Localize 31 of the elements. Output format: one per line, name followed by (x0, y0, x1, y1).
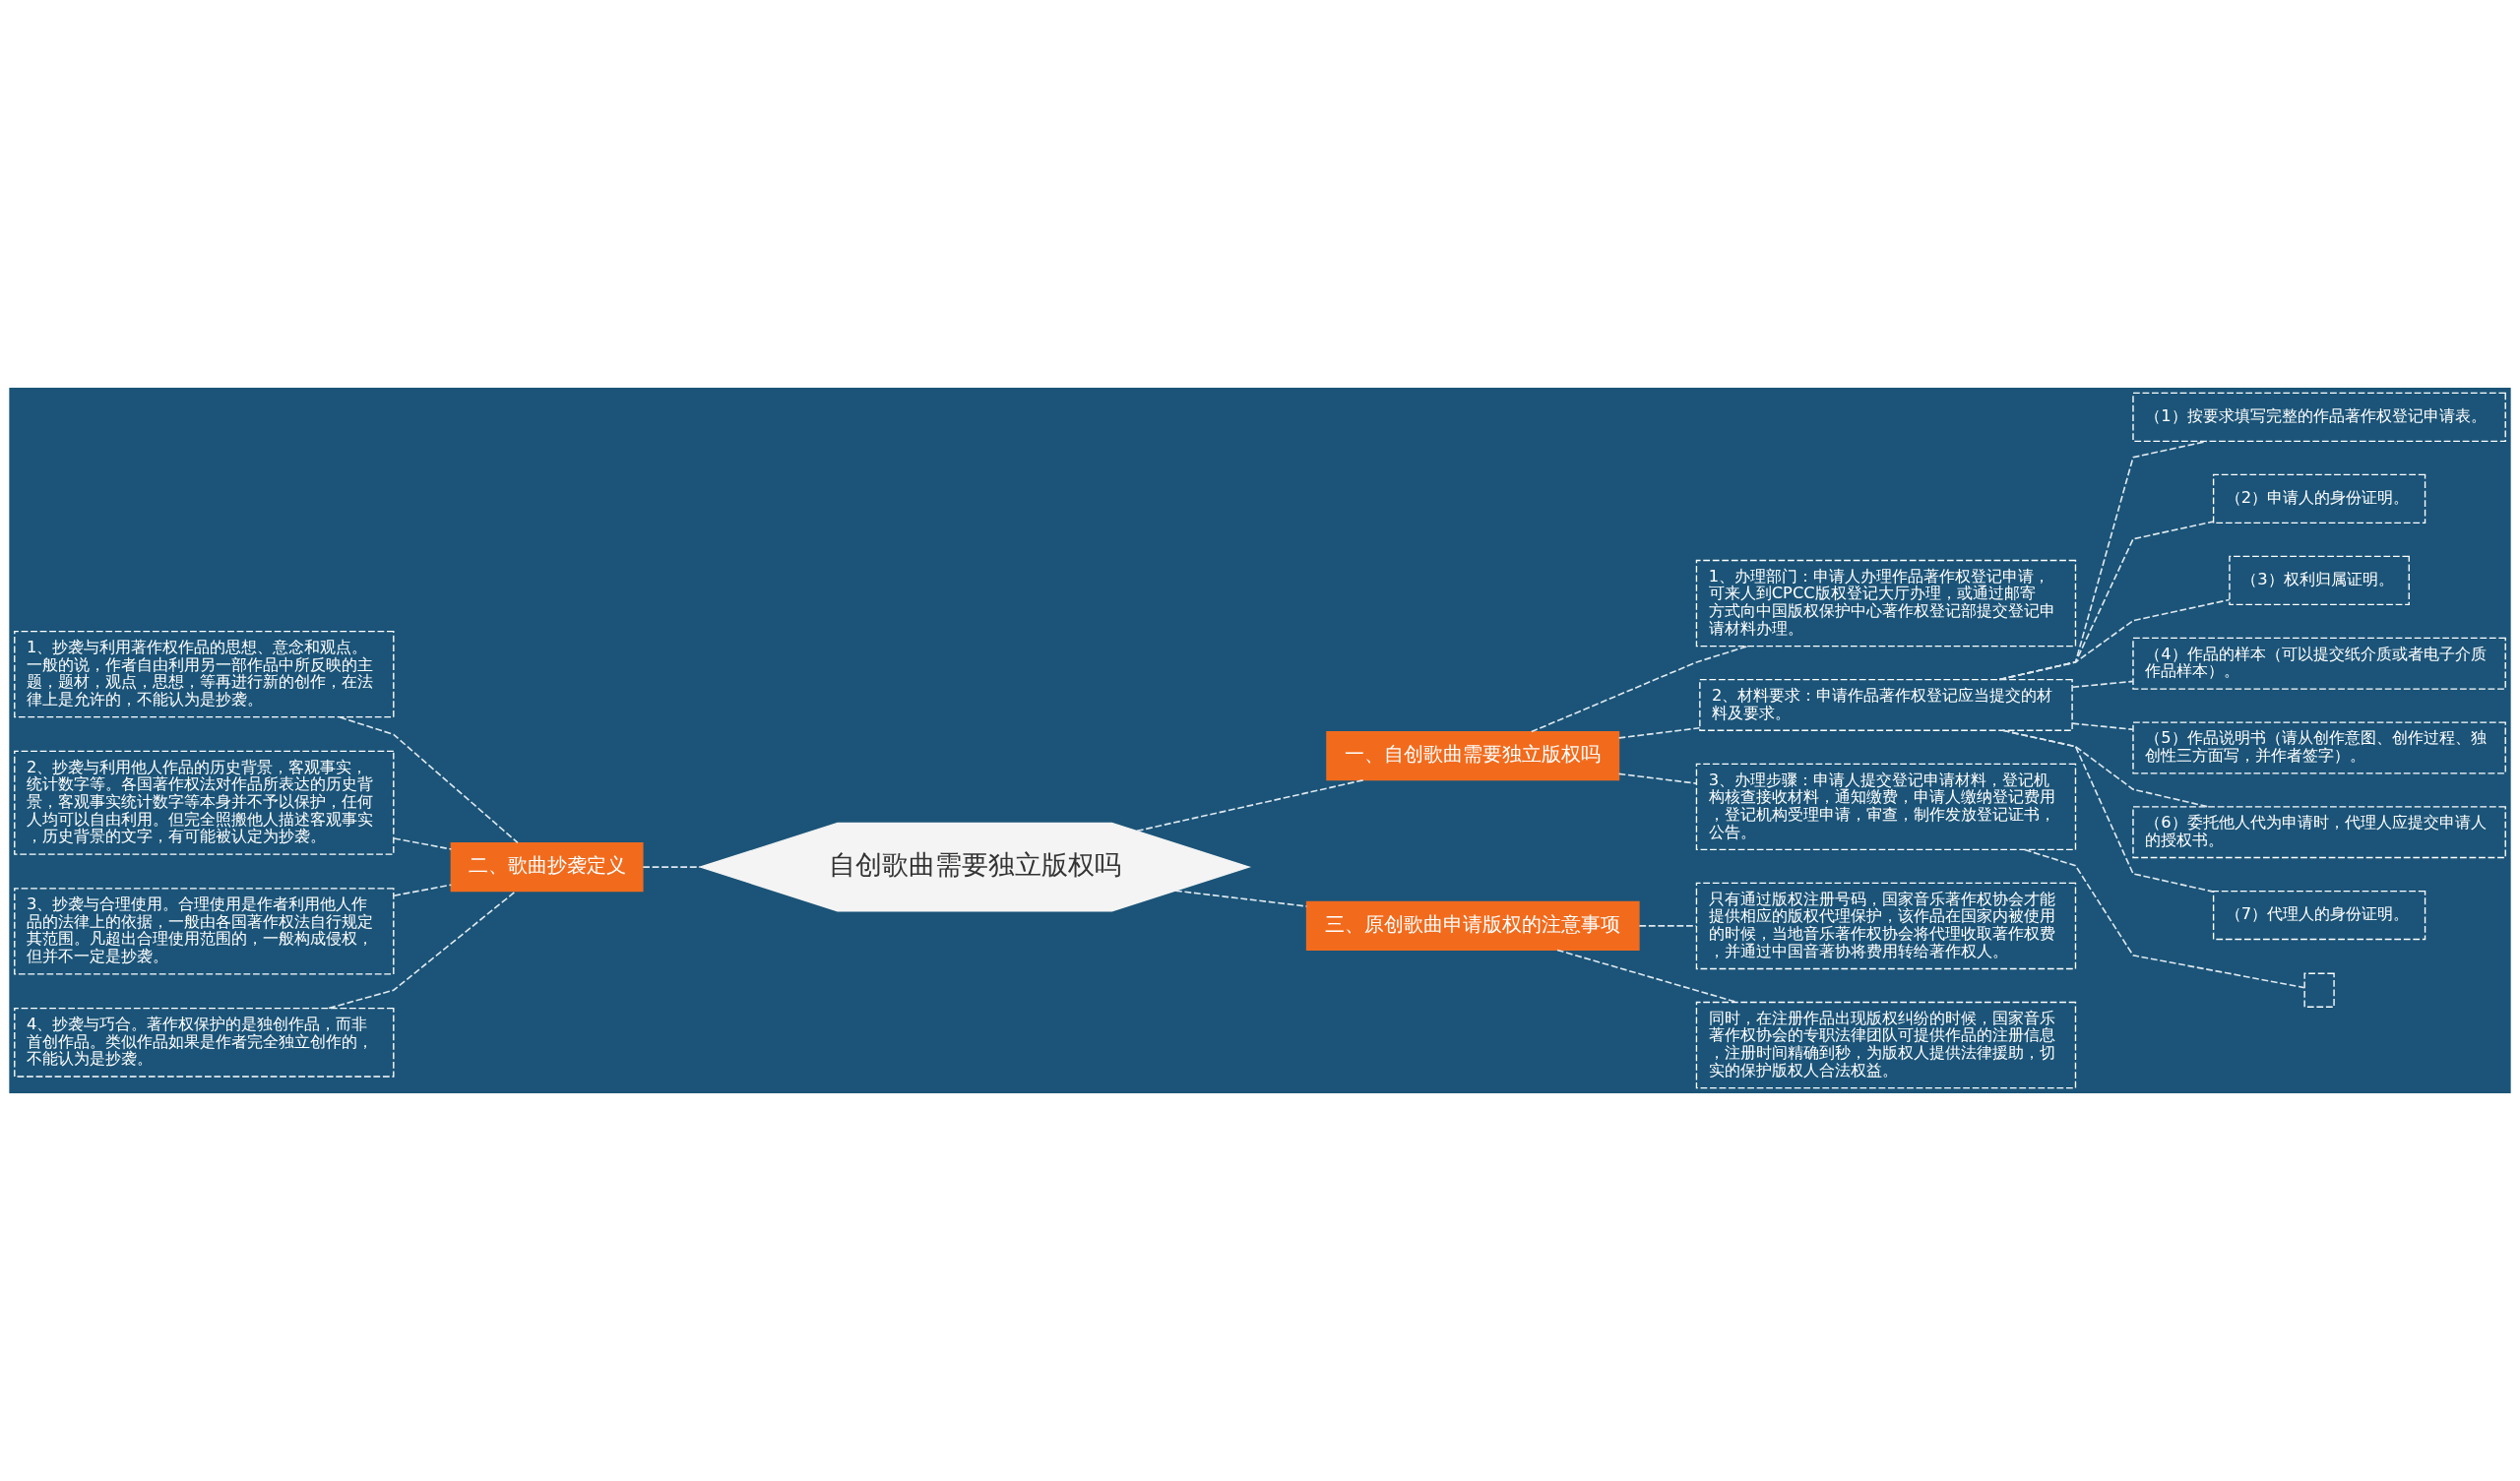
connector (1136, 778, 1365, 833)
node-box: 4、抄袭与巧合。著作权保护的是独创作品，而非首创作品。类似作品如果是作者完全独立创作的，不能认为是抄袭。 (14, 1007, 395, 1078)
node-box: 1、办理部门：申请人办理作品著作权登记申请，可来人到CPCC版权登记大厅办理，或通过邮寄方式向中国版权保护中心著作权登记部提交登记申请材料办理。 (1695, 559, 2077, 648)
node-box: 二、歌曲抄袭定义 (450, 841, 644, 893)
connector (2001, 729, 2215, 893)
node-box: （4）作品的样本（可以提交纸介质或者电子介质作品样本）。 (2132, 637, 2506, 690)
node-box: 同时，在注册作品出现版权纠纷的时候，国家音乐著作权协会的专职法律团队可提供作品的注册信息，注册时间精确到秒，为版权人提供法律援助，切实的保护版权人合法权益。 (1695, 1001, 2077, 1089)
node-box: 一、自创歌曲需要独立版权吗 (1326, 731, 1620, 781)
connector (1617, 772, 1698, 784)
node-box (2303, 972, 2335, 1008)
connector (393, 884, 453, 896)
connector (2071, 680, 2134, 689)
node-box: （1）按要求填写完整的作品著作权登记申请表。 (2132, 392, 2506, 443)
connector (642, 866, 701, 868)
node-box: （3）权利归属证明。 (2229, 555, 2410, 606)
connector (1174, 890, 1308, 907)
node-box: 3、抄袭与合理使用。合理使用是作者利用他人作品的法律上的依据，一般由各国著作权法自行规定其范围。凡超出合理使用范围的，一般构成侵权，但并不一定是抄袭。 (14, 888, 395, 975)
node-box: 三、原创歌曲申请版权的注意事项 (1305, 900, 1640, 952)
connector (1998, 598, 2231, 681)
node-box: （7）代理人的身份证明。 (2212, 890, 2426, 941)
node-box: 只有通过版权注册号码，国家音乐著作权协会才能提供相应的版权代理保护，该作品在国家内被使用的时候，当地音乐著作权协会将代理收取著作权费，并通过中国音著协将费用转给著作权人。 (1695, 882, 2077, 970)
node-box: 2、材料要求：申请作品著作权登记应当提交的材料及要求。 (1699, 678, 2073, 731)
connector (393, 837, 453, 850)
node-box: （5）作品说明书（请从创作意图、创作过程、独创性三方面写，并作者签字）。 (2132, 721, 2506, 774)
node-box: （6）委托他人代为申请时，代理人应提交申请人的授权书。 (2132, 806, 2506, 859)
node-box: 2、抄袭与利用他人作品的历史背景，客观事实，统计数字等。各国著作权法对作品所表达的历史背景，客观事实统计数字等本身并不予以保护，任何人均可以自由利用。但完全照搬他人描述客观事实，历史背景的文字，有可能被认定为抄袭。 (14, 750, 395, 855)
node-box: （2）申请人的身份证明。 (2212, 473, 2426, 525)
node-box: 3、办理步骤：申请人提交登记申请材料，登记机构核查接收材料，通知缴费，申请人缴纳登记费用，登记机构受理申请，审查，制作发放登记证书，公告。 (1695, 763, 2077, 851)
node-box: 1、抄袭与利用著作权作品的思想、意念和观点。一般的说，作者自由利用另一部作品中所反映的主题，题材，观点，思想，等再进行新的创作，在法律上是允许的，不能认为是抄袭。 (14, 630, 395, 718)
connector (2071, 722, 2134, 731)
connector (1617, 726, 1701, 739)
